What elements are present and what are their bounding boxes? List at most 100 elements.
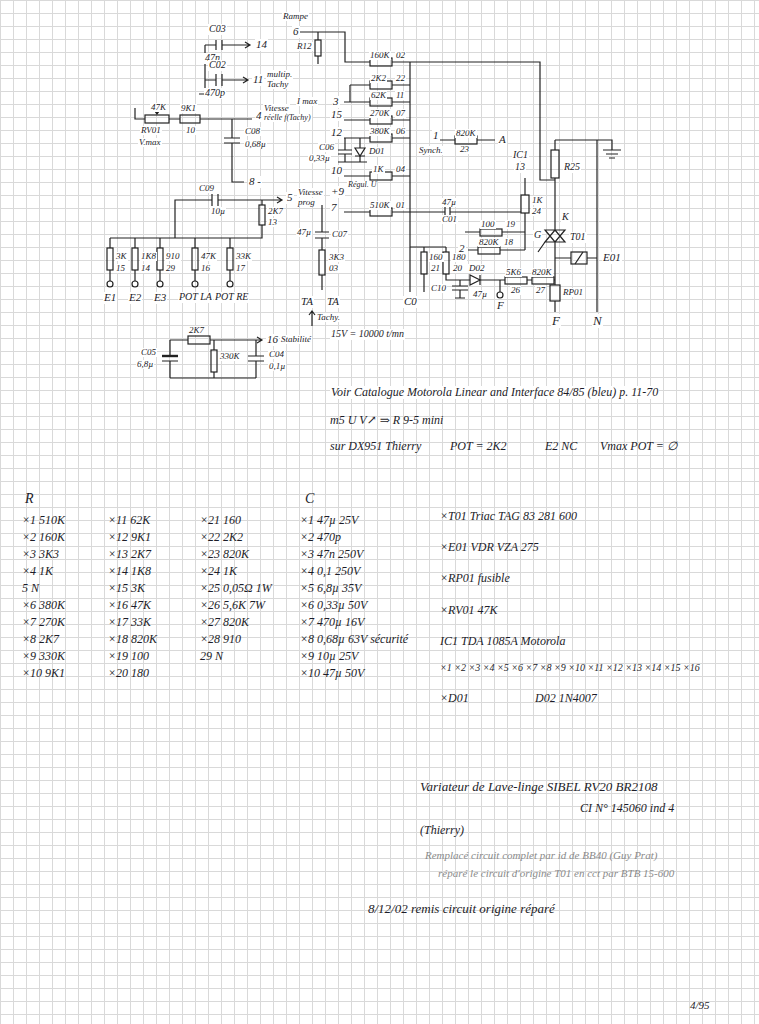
component-label: 47K bbox=[150, 103, 167, 112]
note-text: ×2 160K bbox=[22, 531, 65, 544]
component-label: 20 bbox=[452, 264, 463, 273]
note-text: ×T01 Triac TAG 83 281 600 bbox=[440, 510, 577, 523]
note-text: ×7 470µ 16V bbox=[300, 616, 364, 629]
component-label: prog bbox=[297, 198, 316, 207]
component-label: 29 bbox=[165, 264, 176, 273]
component-label: K bbox=[561, 212, 570, 223]
component-label: 47K bbox=[200, 252, 217, 261]
component-label: V.max bbox=[138, 138, 162, 147]
component-label: 62K bbox=[370, 91, 387, 100]
component-label: Vitesse bbox=[263, 104, 290, 113]
note-text: ×26 5,6K 7W bbox=[200, 599, 265, 612]
note-text: ×24 1K bbox=[200, 565, 237, 578]
component-label: 07 bbox=[395, 109, 406, 118]
note-text: ×4 0,1 250V bbox=[300, 565, 360, 578]
component-label: 04 bbox=[395, 165, 406, 174]
component-label: IC1 bbox=[512, 150, 529, 161]
note-text: IC1 TDA 1085A Motorola bbox=[440, 635, 565, 648]
note-text: ×15 3K bbox=[108, 582, 145, 595]
component-label: TA bbox=[300, 296, 314, 308]
component-label: 3 bbox=[332, 96, 340, 108]
note-text: ×5 6,8µ 35V bbox=[300, 582, 361, 595]
note-text: ×23 820K bbox=[200, 548, 249, 561]
note-text: ×RV01 47K bbox=[440, 604, 498, 617]
component-label: RP01 bbox=[562, 288, 584, 297]
component-label: 330K bbox=[219, 352, 241, 361]
note-text: ×18 820K bbox=[108, 633, 157, 646]
component-label: E2 bbox=[128, 292, 142, 304]
component-label: 13 bbox=[514, 162, 526, 173]
component-label: E3 bbox=[153, 292, 167, 304]
component-label: 2K7 bbox=[188, 326, 205, 335]
component-label: C07 bbox=[331, 230, 348, 239]
component-label: C01 bbox=[441, 215, 458, 224]
note-text: ×28 910 bbox=[200, 633, 241, 646]
component-label: 5K6 bbox=[505, 268, 522, 277]
component-label: R12 bbox=[296, 42, 313, 51]
component-label: C05 bbox=[140, 348, 157, 357]
component-label: 0,68µ bbox=[244, 140, 267, 149]
component-label: D02 bbox=[468, 264, 486, 273]
note-text: ×3 47n 250V bbox=[300, 548, 363, 561]
component-label: 820K bbox=[478, 238, 500, 247]
component-label: 2K2 bbox=[370, 74, 387, 83]
component-label: 11 bbox=[252, 74, 264, 86]
component-label: 910 bbox=[165, 252, 181, 261]
component-label: 14 bbox=[255, 39, 268, 51]
note-text: ×7 270K bbox=[22, 616, 65, 629]
component-label: Synch. bbox=[418, 146, 444, 155]
component-label: 7 bbox=[330, 202, 338, 214]
component-label: 47µ bbox=[472, 290, 488, 299]
component-label: E01 bbox=[602, 252, 622, 264]
note-text: E2 NC bbox=[545, 440, 577, 453]
note-text: sur DX951 Thierry bbox=[330, 440, 421, 453]
component-label: POT RE bbox=[214, 292, 249, 303]
component-label: 19 bbox=[505, 220, 516, 229]
note-text: Vmax POT = ∅ bbox=[600, 440, 677, 453]
component-label: TA bbox=[326, 296, 340, 308]
component-label: 160 bbox=[428, 253, 444, 262]
note-text: ×E01 VDR VZA 275 bbox=[440, 541, 539, 554]
note-text: Remplacé circuit complet par id de BB40 … bbox=[425, 850, 657, 862]
component-label: F bbox=[551, 314, 561, 328]
note-text: 4/95 bbox=[690, 1000, 710, 1012]
note-text: ×10 9K1 bbox=[22, 667, 65, 680]
component-label: 3K bbox=[115, 252, 128, 261]
component-label: 17 bbox=[235, 264, 246, 273]
component-label: Rampe bbox=[282, 12, 309, 21]
component-label: Vitesse bbox=[297, 188, 324, 197]
component-label: 100 bbox=[480, 220, 496, 229]
component-label: Tachy bbox=[266, 80, 289, 89]
component-label: 1K bbox=[372, 165, 385, 174]
note-text: 5 N bbox=[22, 582, 39, 595]
note-text: D02 1N4007 bbox=[535, 692, 597, 705]
component-label: 11 bbox=[395, 91, 405, 100]
component-label: 160K bbox=[369, 51, 391, 60]
component-label: D01 bbox=[368, 147, 386, 156]
component-label: 380K bbox=[369, 127, 391, 136]
component-label: 820K bbox=[531, 268, 553, 277]
component-label: multip. bbox=[266, 70, 293, 79]
note-text: ×12 9K1 bbox=[108, 531, 151, 544]
component-label: C10 bbox=[430, 284, 447, 293]
note-text: ×16 47K bbox=[108, 599, 151, 612]
component-label: 1K bbox=[531, 196, 544, 205]
component-label: 18 bbox=[503, 238, 514, 247]
note-text: ×6 380K bbox=[22, 599, 65, 612]
component-label: 06 bbox=[395, 127, 406, 136]
component-label: 10 bbox=[330, 165, 343, 177]
component-label: 02 bbox=[395, 51, 406, 60]
component-label: 2K7 bbox=[267, 207, 284, 216]
note-text: POT = 2K2 bbox=[450, 440, 507, 453]
component-label: 3K3 bbox=[328, 253, 345, 262]
note-text: ×1 510K bbox=[22, 514, 65, 527]
component-label: 27 bbox=[535, 286, 546, 295]
note-text: ×11 62K bbox=[108, 514, 150, 527]
component-label: 10µ bbox=[210, 207, 226, 216]
note-text: ×17 33K bbox=[108, 616, 151, 629]
note-text: 29 N bbox=[200, 650, 223, 663]
note-text: Variateur de Lave-linge SIBEL RV20 BR210… bbox=[420, 780, 657, 794]
note-text: ×RP01 fusible bbox=[440, 572, 510, 585]
note-text: 8/12/02 remis circuit origine réparé bbox=[368, 902, 555, 916]
component-label: 47µ bbox=[296, 228, 312, 237]
